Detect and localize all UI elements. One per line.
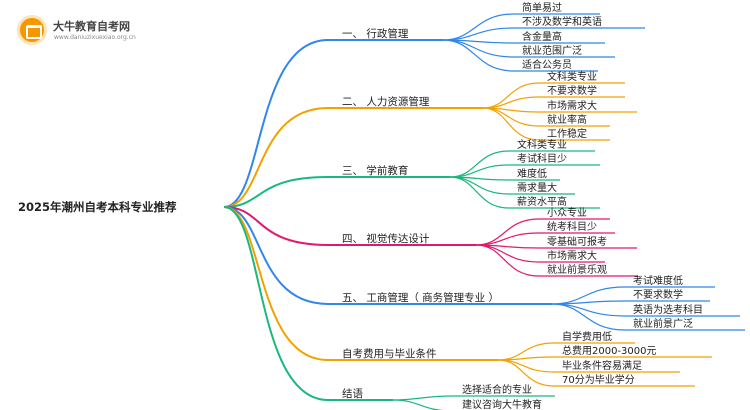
leaf-connector — [482, 107, 610, 141]
leaf-label[interactable]: 就业范围广泛 — [522, 44, 582, 57]
leaf-label[interactable]: 文科类专业 — [517, 138, 567, 151]
leaf-label[interactable]: 文科类专业 — [547, 70, 597, 83]
leaf-label[interactable]: 需求量大 — [517, 181, 557, 194]
leaf-label[interactable]: 不要求数学 — [633, 288, 683, 301]
branch-label[interactable]: 二、 人力资源管理 — [342, 95, 430, 108]
branch-connector — [223, 39, 443, 208]
leaf-label[interactable]: 就业前景广泛 — [633, 317, 693, 330]
leaf-connector — [551, 303, 745, 331]
leaf-connector — [392, 399, 444, 410]
leaf-label[interactable]: 自学费用低 — [562, 330, 612, 343]
leaf-label[interactable]: 简单易过 — [522, 1, 562, 14]
root-topic: 2025年潮州自考本科专业推荐 — [18, 200, 177, 214]
leaf-label[interactable]: 不要求数学 — [547, 84, 597, 97]
logo-url: www.daniuzixuexiao.org.cn — [54, 34, 136, 41]
branch-label[interactable]: 三、 学前教育 — [342, 164, 408, 177]
leaf-label[interactable]: 统考科目少 — [547, 220, 597, 233]
logo-title: 大牛教育自考网 — [53, 20, 130, 33]
leaf-connector — [475, 218, 610, 246]
branch-label[interactable]: 自考费用与毕业条件 — [342, 347, 437, 360]
branch-label[interactable]: 一、 行政管理 — [342, 27, 409, 40]
site-logo[interactable]: 大牛教育自考网 www.daniuzixuexiao.org.cn — [8, 14, 148, 48]
branch-connector — [223, 206, 393, 401]
book-logo-icon — [20, 18, 44, 42]
leaf-label[interactable]: 考试科目少 — [517, 152, 567, 165]
leaf-connector — [449, 150, 595, 178]
leaf-label[interactable]: 就业率高 — [547, 113, 587, 126]
leaf-connector — [442, 39, 598, 72]
leaf-connector — [442, 13, 600, 41]
leaf-label[interactable]: 市场需求大 — [547, 249, 597, 262]
branch-connector — [223, 206, 476, 246]
leaf-label[interactable]: 英语为选考科目 — [633, 303, 703, 316]
leaf-label[interactable]: 市场需求大 — [547, 99, 597, 112]
leaf-label[interactable]: 建议咨询大牛教育 — [462, 398, 542, 410]
leaf-connector — [442, 27, 645, 41]
leaf-connector — [497, 359, 695, 387]
branch-connector — [223, 206, 552, 305]
branch-label[interactable]: 四、 视觉传达设计 — [342, 232, 430, 245]
leaf-label[interactable]: 小众专业 — [547, 206, 587, 219]
branch-connector — [223, 107, 483, 208]
leaf-label[interactable]: 不涉及数学和英语 — [522, 15, 602, 28]
branch-label[interactable]: 结语 — [342, 387, 363, 400]
leaf-connector — [497, 356, 712, 361]
leaf-label[interactable]: 考试难度低 — [633, 274, 683, 287]
leaf-label[interactable]: 就业前景乐观 — [547, 263, 607, 276]
leaf-connector — [551, 300, 710, 305]
branch-connector — [223, 176, 450, 208]
leaf-label[interactable]: 总费用2000-3000元 — [562, 344, 657, 357]
leaf-label[interactable]: 70分为毕业学分 — [562, 373, 635, 386]
leaf-connector — [392, 395, 555, 401]
branch-label[interactable]: 五、 工商管理（ 商务管理专业 ） — [342, 291, 499, 304]
branch-connector — [223, 206, 498, 361]
leaf-label[interactable]: 毕业条件容易满足 — [562, 359, 642, 372]
leaf-connector — [475, 244, 637, 277]
leaf-label[interactable]: 含金量高 — [522, 30, 562, 43]
leaf-label[interactable]: 零基础可报考 — [547, 235, 607, 248]
leaf-label[interactable]: 难度低 — [517, 167, 547, 180]
branch-6: 自考费用与毕业条件 自学费用低总费用2000-3000元毕业条件容易满足70分为毕… — [223, 206, 712, 387]
leaf-label[interactable]: 适合公务员 — [522, 58, 572, 71]
leaf-connector — [449, 176, 600, 209]
leaf-label[interactable]: 工作稳定 — [547, 127, 587, 140]
leaf-label[interactable]: 薪资水平高 — [517, 195, 567, 208]
leaf-label[interactable]: 选择适合的专业 — [462, 383, 532, 396]
